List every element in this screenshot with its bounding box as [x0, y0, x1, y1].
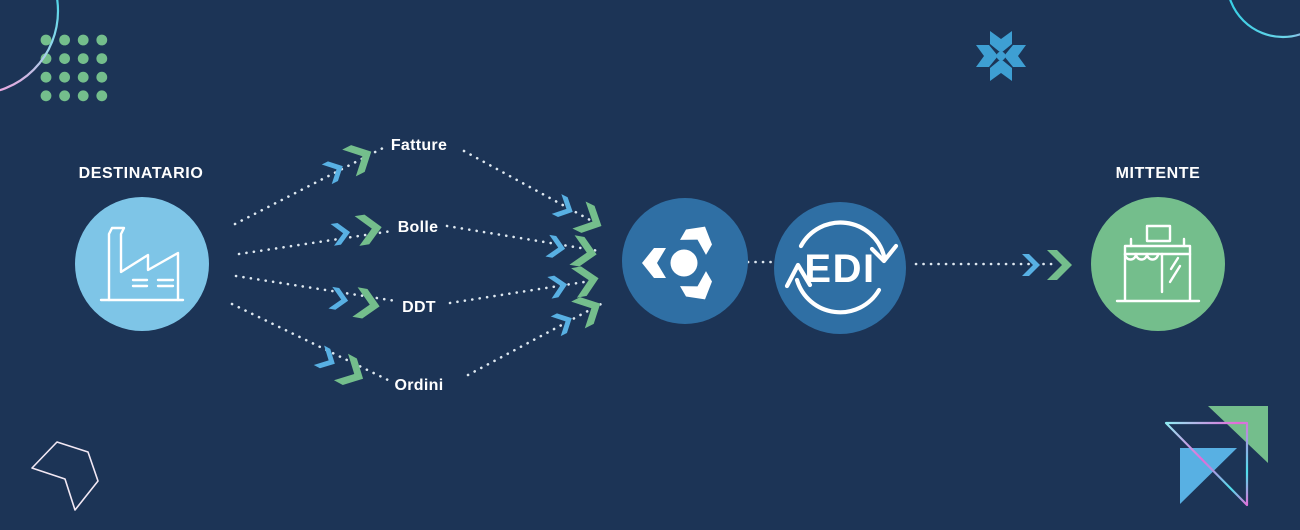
dotted-line-bolle-in [445, 224, 601, 253]
shop-icon [1115, 224, 1201, 303]
doc-label-ordini: Ordini [395, 377, 444, 394]
chevron-pair-converge-4 [548, 290, 608, 340]
mittente-node [1091, 197, 1225, 331]
dotted-line-fatture-in [462, 149, 603, 228]
chevron-pair-to-mittente [1022, 250, 1072, 280]
factory-icon [99, 226, 185, 302]
destinatario-label: DESTINATARIO [79, 165, 204, 182]
arc-top-right-decoration [1229, 0, 1300, 39]
destinatario-node [75, 197, 209, 331]
snowflake-icon [976, 31, 1026, 81]
chevron-pair-ordini [311, 342, 371, 392]
chevron-pair-converge-1 [549, 190, 609, 240]
triangle-logo-decoration [1164, 406, 1268, 507]
destinatario-circle [75, 197, 209, 331]
dotted-line-ddt-in [448, 278, 599, 305]
dotted-line-fatture-out [233, 146, 385, 226]
mittente-circle [1091, 197, 1225, 331]
arc-top-left-decoration [0, 0, 60, 92]
dotted-line-ordini-out [230, 302, 390, 382]
cycle-arrows-icon [784, 220, 899, 315]
edi-label: EDI [804, 247, 875, 291]
mittente-label: MITTENTE [1116, 165, 1201, 182]
chevron-pair-bolle [329, 212, 385, 250]
chevron-pair-converge-3 [546, 263, 602, 303]
dot-grid-decoration [40, 34, 108, 102]
edi-node: EDI [774, 202, 906, 334]
sync-hexagon-icon [642, 226, 712, 300]
dotted-line-ordini-in [466, 302, 603, 377]
doc-label-bolle: Bolle [398, 219, 439, 236]
chevron-pair-converge-2 [544, 230, 600, 270]
chevron-pair-fatture [319, 138, 379, 188]
outline-polygon-decoration [31, 441, 99, 511]
chevron-pair-ddt [327, 282, 383, 322]
doc-label-ddt: DDT [402, 299, 436, 316]
hub-node [622, 198, 748, 324]
doc-label-fatture: Fatture [391, 137, 447, 154]
